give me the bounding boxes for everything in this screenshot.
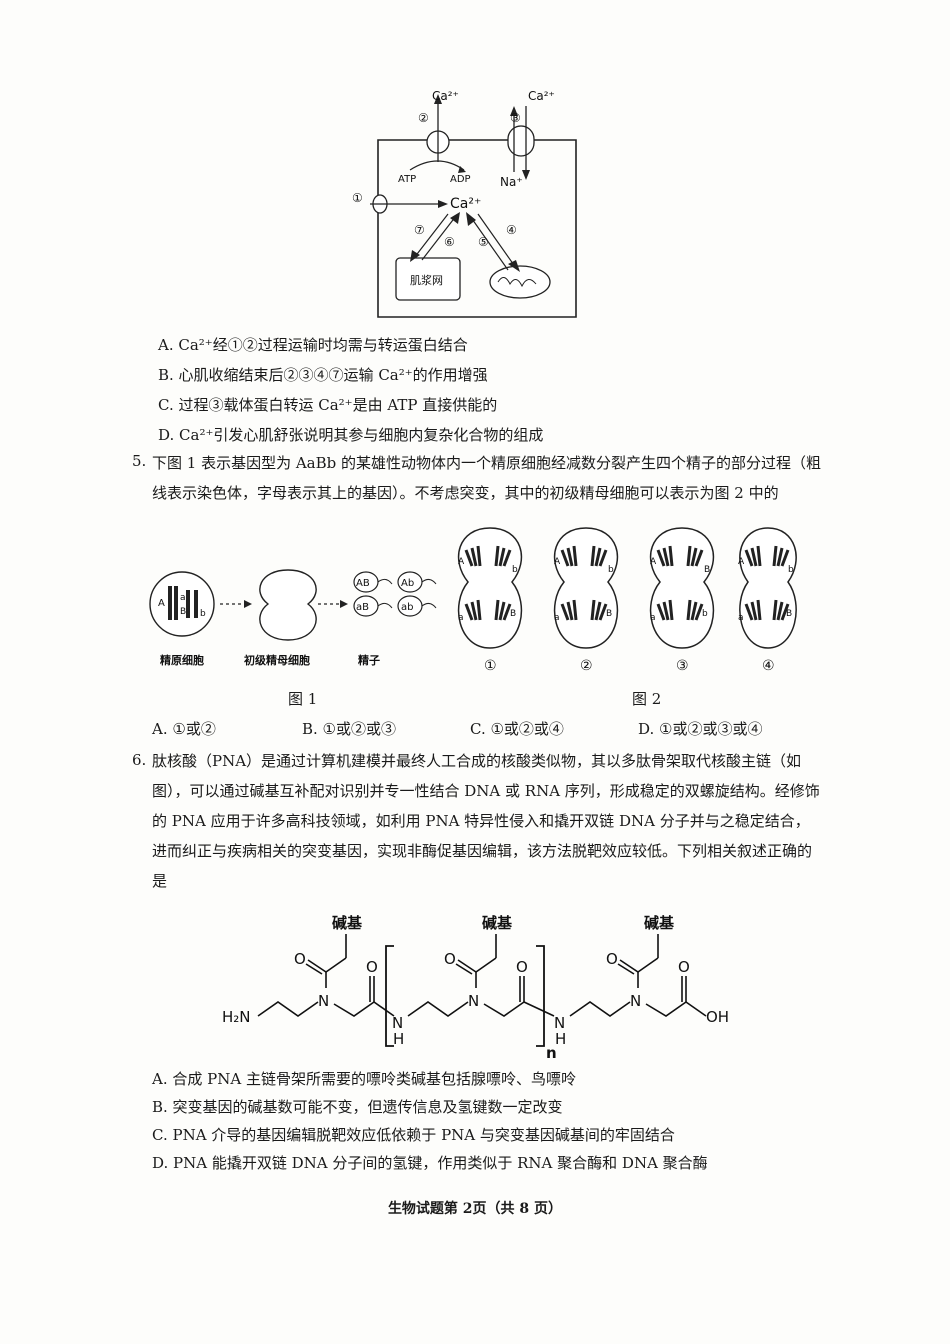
svg-text:O: O [678,958,690,976]
svg-text:A: A [650,557,657,567]
svg-text:H: H [555,1030,566,1048]
calcium-transport-diagram: Ca²⁺ Ca²⁺ ② ③ ATP ADP Na⁺ ① Ca²⁺ ⑦ ⑥ ④ ⑤… [352,89,577,318]
spermatogonium-cell [149,571,215,637]
label-n5: ⑤ [478,235,489,249]
pna-structure: H₂N N O 碱基 O NH N O 碱基 O n NH N O 碱基 O O… [222,914,729,1062]
q6-option-c[interactable]: C. PNA 介导的基因编辑脱靶效应低依赖于 PNA 与突变基因碱基间的牢固结合 [152,1126,675,1144]
svg-text:a: a [458,613,464,623]
sperm-gene-4: ab [401,602,413,613]
figure-2-caption: 图 2 [632,690,662,708]
label-n2: ② [418,111,429,125]
q5-number: 5. [132,452,147,470]
sperm-gene-1: AB [356,578,370,589]
figure-2-cells: Ab a B Ab a B A B a b Ab a B ① ② ③ ④ [457,527,797,674]
svg-text:a: a [180,593,186,603]
q4-option-a[interactable]: A. Ca²⁺经①②过程运输时均需与转运蛋白结合 [158,336,468,354]
label-sperm: 精子 [358,653,380,667]
label-n7: ⑦ [414,223,425,237]
svg-text:B: B [180,607,186,617]
h2n-label: H₂N [222,1008,251,1026]
base-label-1: 碱基 [332,914,363,932]
svg-text:B: B [606,609,612,619]
q6-number: 6. [132,751,147,769]
svg-text:N: N [630,992,641,1010]
svg-text:O: O [606,950,618,968]
cell-3: A B a b [649,527,715,649]
sperm-gene-3: Ab [401,578,414,589]
svg-text:N: N [392,1014,403,1032]
q6-option-a[interactable]: A. 合成 PNA 主链骨架所需要的嘌呤类碱基包括腺嘌呤、鸟嘌呤 [152,1070,576,1088]
page-footer: 生物试题第 2页（共 8 页） [387,1201,563,1217]
label-sr: 肌浆网 [410,273,443,287]
cell-4: Ab a B [738,527,797,649]
sarcoplasmic-reticulum [395,257,461,301]
figure-1-meiosis: A a B b AB aB Ab ab 精原细胞 初级精母细胞 精子 [149,569,437,667]
svg-text:B: B [510,609,516,619]
svg-text:b: b [512,565,518,575]
cell-1: Ab a B [457,527,523,649]
label-adp: ADP [450,174,471,185]
figure-1-caption: 图 1 [288,690,318,708]
label-ca-center: Ca²⁺ [450,196,481,212]
label-ca-top-left: Ca²⁺ [432,89,459,103]
svg-text:A: A [458,557,465,567]
cell-label-4: ④ [762,658,775,674]
label-n1: ① [352,191,363,205]
svg-text:N: N [468,992,479,1010]
svg-text:A: A [738,557,745,567]
cell-label-2: ② [580,658,593,674]
label-atp: ATP [398,174,416,185]
base-label-2: 碱基 [482,914,513,932]
svg-text:O: O [366,958,378,976]
svg-text:a: a [650,613,656,623]
svg-text:A: A [554,557,561,567]
svg-text:b: b [200,609,206,619]
label-spermatogonium: 精原细胞 [160,653,204,667]
svg-text:N: N [554,1014,565,1032]
repeat-n: n [546,1044,557,1062]
q5-option-b[interactable]: B. ①或②或③ [302,720,397,738]
svg-text:N: N [318,992,329,1010]
q4-option-d[interactable]: D. Ca²⁺引发心肌舒张说明其参与细胞内复杂化合物的组成 [158,426,544,444]
q4-option-b[interactable]: B. 心肌收缩结束后②③④⑦运输 Ca²⁺的作用增强 [158,366,488,384]
oh-label: OH [706,1008,729,1026]
q6-option-d[interactable]: D. PNA 能撬开双链 DNA 分子间的氢键，作用类似于 RNA 聚合酶和 D… [152,1154,708,1172]
label-ca-top-right: Ca²⁺ [528,89,555,103]
q5-option-d[interactable]: D. ①或②或③或④ [638,720,763,738]
label-na: Na⁺ [500,175,523,189]
svg-text:O: O [294,950,306,968]
base-label-3: 碱基 [644,914,675,932]
cell-label-3: ③ [676,658,689,674]
svg-text:A: A [158,598,165,609]
q6-option-b[interactable]: B. 突变基因的碱基数可能不变，但遗传信息及氢键数一定改变 [152,1098,563,1116]
svg-text:O: O [516,958,528,976]
cell-2: Ab a B [553,527,619,649]
svg-text:b: b [702,609,708,619]
q6-stem: 肽核酸（PNA）是通过计算机建模并最终人工合成的核酸类似物，其以多肽骨架取代核酸… [152,752,820,890]
svg-text:b: b [608,565,614,575]
label-primary-spermatocyte: 初级精母细胞 [244,653,310,667]
label-n3: ③ [510,111,521,125]
primary-spermatocyte-cell [259,569,317,641]
svg-text:a: a [554,613,560,623]
svg-text:b: b [788,565,794,575]
svg-text:B: B [704,565,710,575]
exchanger-3-rect [507,125,535,157]
q4-option-c[interactable]: C. 过程③载体蛋白转运 Ca²⁺是由 ATP 直接供能的 [158,396,498,414]
svg-text:a: a [738,613,744,623]
q5-stem: 下图 1 表示基因型为 AaBb 的某雄性动物体内一个精原细胞经减数分裂产生四个… [152,454,822,502]
q5-option-a[interactable]: A. ①或② [152,720,216,738]
sperm-gene-2: aB [356,602,369,613]
label-n6: ⑥ [444,235,455,249]
q5-option-c[interactable]: C. ①或②或④ [470,720,564,738]
svg-text:H: H [393,1030,404,1048]
cell-label-1: ① [484,658,497,674]
label-n4: ④ [506,223,517,237]
svg-text:O: O [444,950,456,968]
svg-text:B: B [786,609,792,619]
